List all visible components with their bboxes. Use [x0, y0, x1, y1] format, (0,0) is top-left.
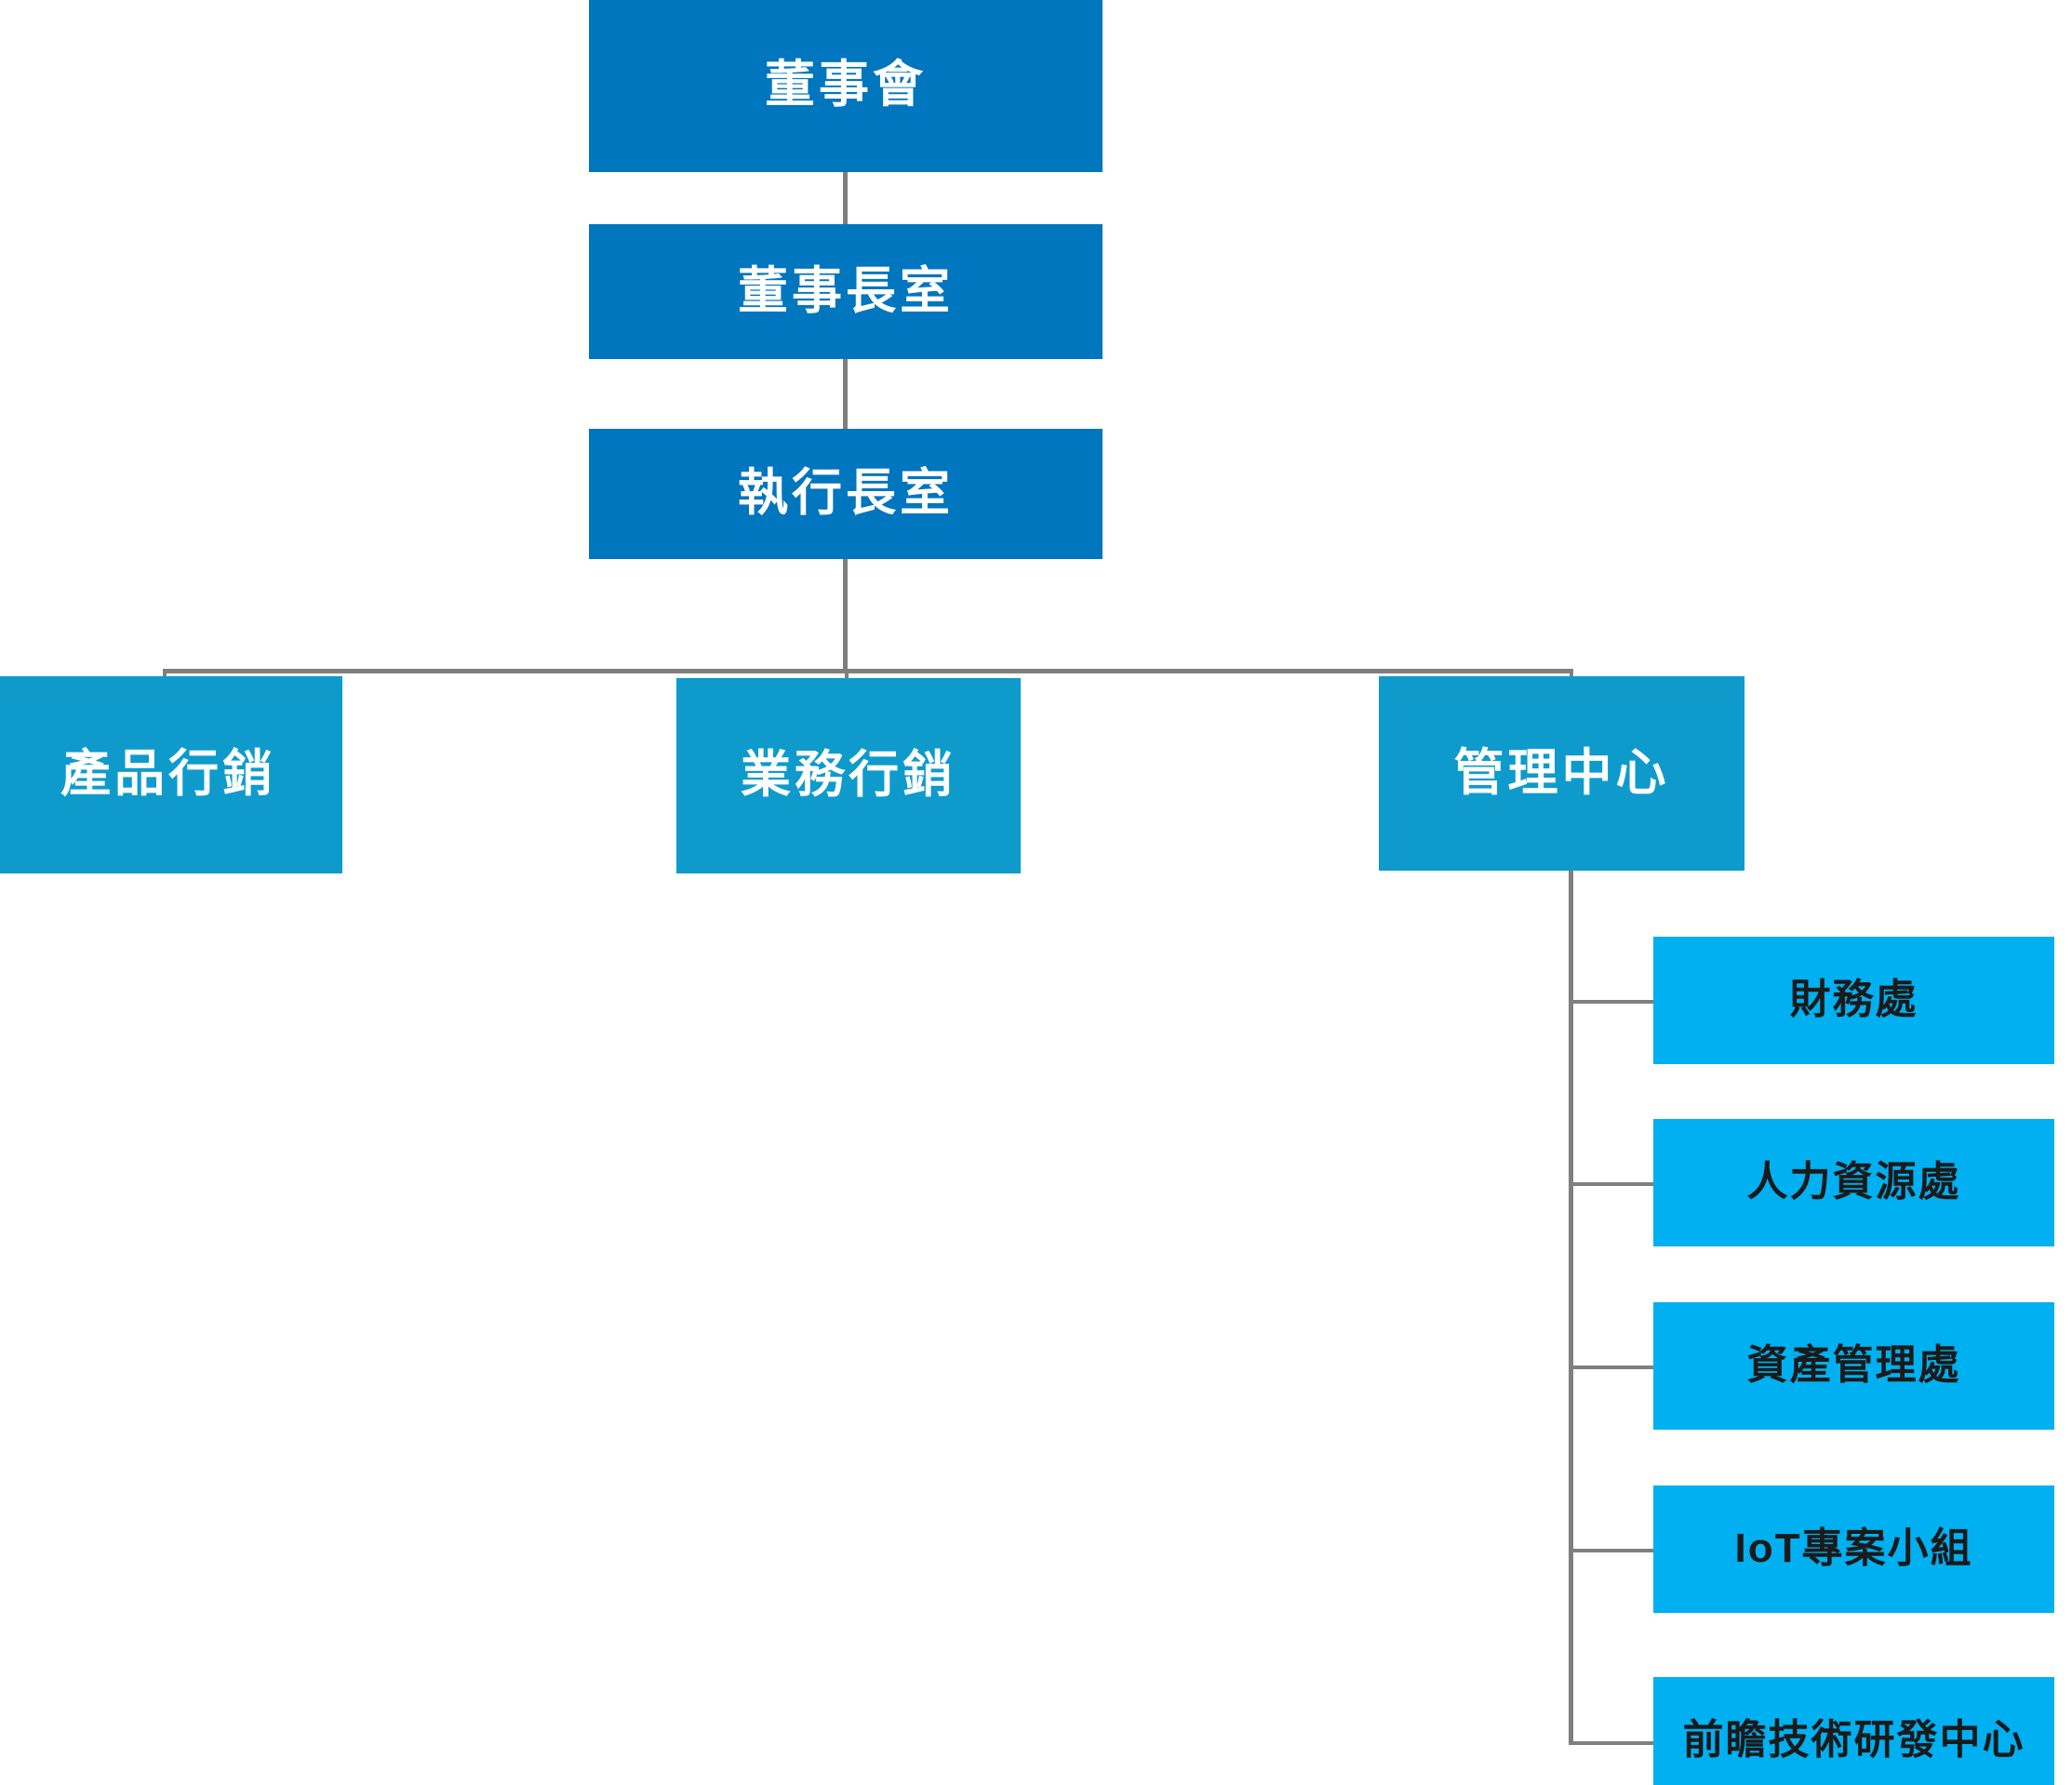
connector-elbow-human-resources	[1569, 1182, 1657, 1186]
connector-management-center-trunk	[1569, 867, 1573, 1743]
node-product-marketing[interactable]: 產品行銷	[0, 676, 342, 873]
node-business-marketing[interactable]: 業務行銷	[676, 678, 1021, 873]
node-iot-project-team[interactable]: IoT專案小組	[1653, 1485, 2054, 1613]
connector-elbow-asset-management	[1569, 1365, 1657, 1369]
connector-board-to-chairman	[843, 172, 848, 226]
node-asset-management-label: 資產管理處	[1746, 1342, 1961, 1389]
connector-drop-business-marketing	[845, 669, 849, 680]
connector-chairman-to-ceo	[843, 358, 848, 431]
node-finance[interactable]: 財務處	[1653, 937, 2054, 1064]
node-chairman-office-label: 董事長室	[738, 262, 954, 319]
node-human-resources[interactable]: 人力資源處	[1653, 1119, 2054, 1246]
node-management-center[interactable]: 管理中心	[1379, 676, 1744, 871]
node-finance-label: 財務處	[1789, 977, 1918, 1023]
node-asset-management[interactable]: 資產管理處	[1653, 1302, 2054, 1430]
node-iot-project-team-label: IoT專案小組	[1734, 1525, 1973, 1572]
node-product-marketing-label: 產品行銷	[60, 746, 276, 803]
connector-ceo-stem	[843, 558, 848, 672]
node-business-marketing-label: 業務行銷	[741, 747, 956, 804]
node-management-center-label: 管理中心	[1453, 744, 1670, 801]
connector-elbow-finance	[1569, 1000, 1657, 1004]
node-ceo-office-label: 執行長室	[738, 465, 954, 522]
connector-drop-management-center	[1570, 669, 1573, 680]
connector-elbow-iot-project-team	[1569, 1549, 1657, 1552]
connector-elbow-advanced-rnd-center	[1569, 1741, 1657, 1745]
node-chairman-office[interactable]: 董事長室	[589, 224, 1103, 359]
node-ceo-office[interactable]: 執行長室	[589, 429, 1103, 559]
connector-division-bus	[163, 669, 1573, 673]
node-advanced-rnd-center[interactable]: 前瞻技術研發中心	[1653, 1677, 2054, 1785]
node-human-resources-label: 人力資源處	[1746, 1159, 1961, 1206]
node-board-label: 董事會	[765, 56, 927, 113]
node-board[interactable]: 董事會	[589, 0, 1103, 172]
node-advanced-rnd-center-label: 前瞻技術研發中心	[1682, 1717, 2025, 1764]
connector-drop-product-marketing	[163, 669, 167, 680]
